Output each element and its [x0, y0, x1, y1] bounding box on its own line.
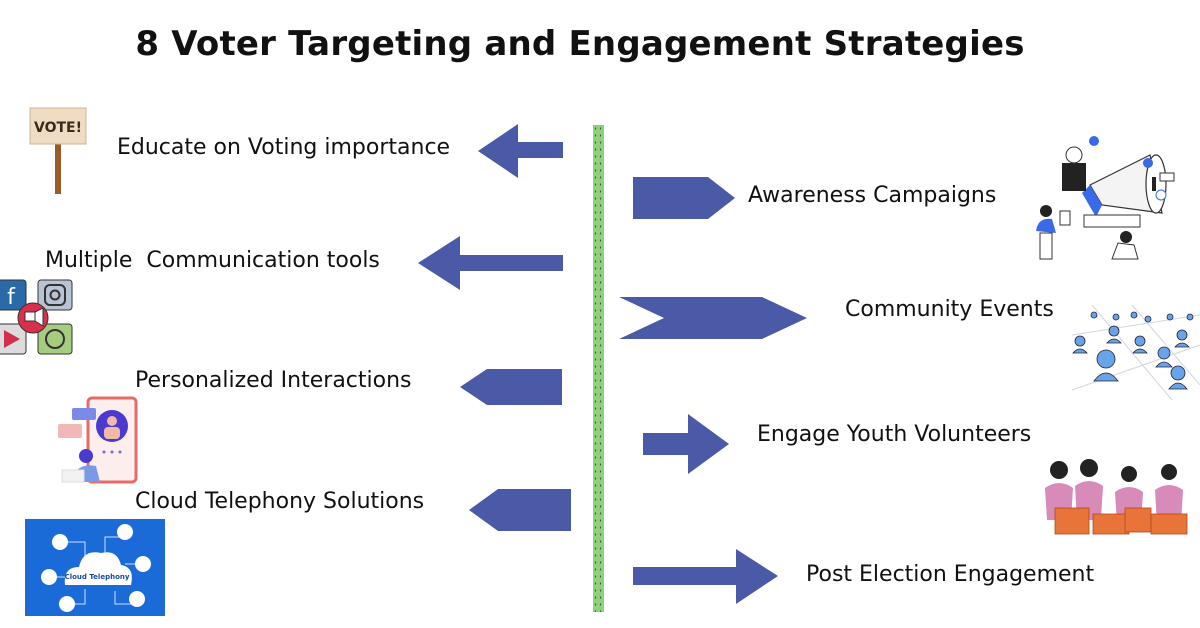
arrow-left-cloud-telephony [469, 489, 571, 531]
svg-text:VOTE!: VOTE! [34, 120, 82, 136]
phone-profile-icon [58, 396, 138, 484]
megaphone-campaign-icon [1036, 136, 1175, 260]
cloud-telephony-icon: Cloud Telephony [25, 519, 165, 616]
strategy-label-awareness: Awareness Campaigns [748, 183, 997, 208]
center-divider [593, 125, 604, 612]
arrow-left-communication [418, 236, 563, 290]
svg-text:Cloud Telephony: Cloud Telephony [65, 573, 130, 581]
volunteers-icon [1045, 459, 1188, 535]
strategy-label-community: Community Events [845, 297, 1054, 322]
vote-sign-icon: VOTE! [29, 107, 87, 194]
arrow-right-awareness [633, 177, 735, 219]
strategy-label-post-election: Post Election Engagement [806, 562, 1095, 587]
people-network-icon [1072, 305, 1200, 400]
strategy-label-cloud-telephony: Cloud Telephony Solutions [135, 489, 425, 514]
arrow-left-personalized [460, 369, 562, 405]
strategy-label-personalized: Personalized Interactions [135, 368, 412, 393]
strategy-label-educate: Educate on Voting importance [117, 135, 451, 160]
arrow-right-post-election [633, 549, 778, 604]
arrow-left-educate [478, 124, 563, 178]
strategy-label-communication: Multiple Communication tools [45, 248, 380, 273]
social-media-icon: f [0, 279, 73, 355]
svg-text:f: f [7, 285, 16, 310]
arrow-right-community [619, 297, 807, 339]
strategy-label-youth: Engage Youth Volunteers [757, 422, 1032, 447]
page-title: 8 Voter Targeting and Engagement Strateg… [135, 24, 1025, 64]
arrow-right-youth [643, 414, 729, 474]
